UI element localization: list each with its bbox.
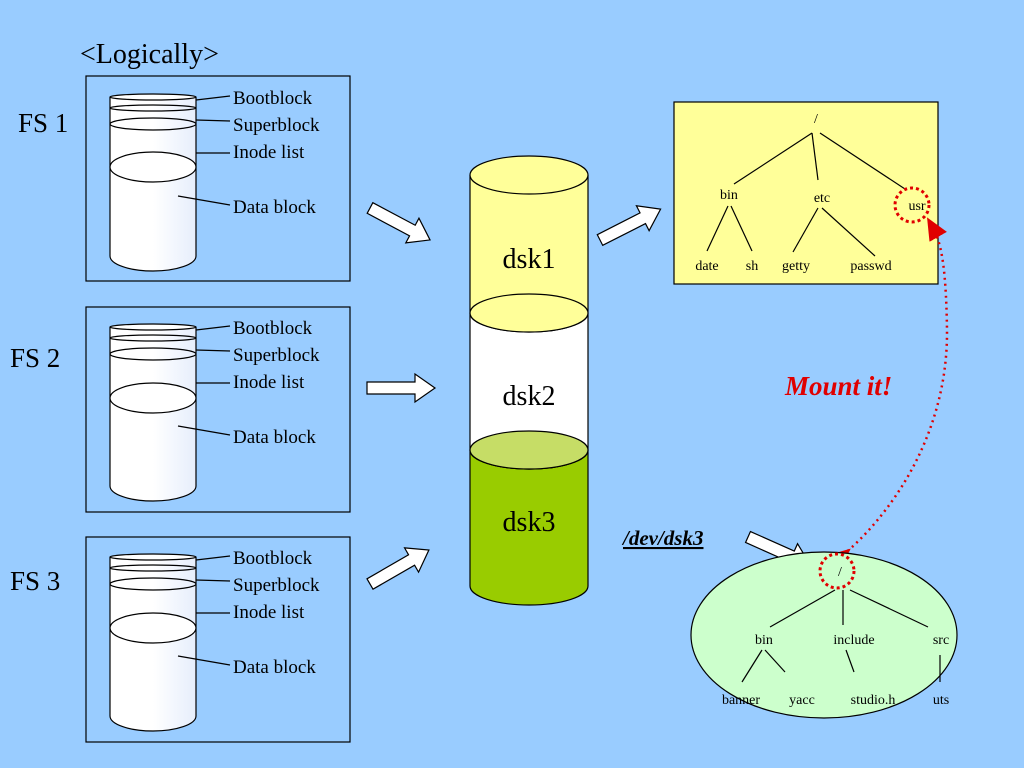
fs3-superblock-label: Superblock bbox=[233, 575, 320, 596]
fs2-data-block-label: Data block bbox=[233, 427, 316, 448]
fs3-to-disk-arrow bbox=[366, 547, 430, 591]
device-tree-src: src bbox=[933, 633, 949, 648]
fs2-superblock-label: Superblock bbox=[233, 345, 320, 366]
root-tree-usr: usr bbox=[908, 199, 925, 214]
device-tree-yacc: yacc bbox=[789, 693, 815, 708]
device-tree-banner: banner bbox=[722, 693, 760, 708]
dsk3-top-rim bbox=[469, 430, 589, 470]
fs3-bootblock-label: Bootblock bbox=[233, 548, 313, 569]
mount-label: Mount it! bbox=[784, 371, 892, 401]
fs3-frame bbox=[85, 536, 351, 743]
root-tree-etc: etc bbox=[814, 191, 830, 206]
fs2-inode-list-label: Inode list bbox=[233, 372, 305, 393]
device-tree-ellipse bbox=[690, 551, 958, 719]
disk-to-tree-arrow bbox=[596, 204, 662, 247]
fs3-data-block-label: Data block bbox=[233, 657, 316, 678]
fs2-group: FS 2 Bootblock Superblock Inode list Dat… bbox=[10, 306, 351, 513]
fs3-cylinder bbox=[109, 553, 197, 732]
dsk3-label: dsk3 bbox=[503, 507, 556, 538]
device-tree-bin: bin bbox=[755, 633, 773, 648]
device-tree: / bin include src banner yacc studio.h u… bbox=[690, 551, 958, 719]
dsk3-cylinder bbox=[469, 450, 589, 606]
disk-stack: dsk1 dsk2 dsk3 bbox=[469, 155, 589, 606]
fs1-data-block-label: Data block bbox=[233, 197, 316, 218]
device-root-highlight bbox=[818, 552, 856, 590]
fs1-group: FS 1 Bootblock Superblock Inode list Dat… bbox=[18, 75, 351, 282]
root-tree: / bin etc usr date sh getty passwd bbox=[673, 101, 939, 285]
root-tree-date: date bbox=[695, 259, 718, 274]
heading: <Logically> bbox=[80, 39, 219, 70]
fs3-label: FS 3 bbox=[10, 566, 60, 596]
fs2-label: FS 2 bbox=[10, 343, 60, 373]
root-tree-root: / bbox=[814, 112, 818, 127]
fs1-bootblock-label: Bootblock bbox=[233, 88, 313, 109]
fs1-inode-list-label: Inode list bbox=[233, 142, 305, 163]
device-tree-uts: uts bbox=[933, 693, 949, 708]
fs1-to-disk-arrow bbox=[366, 201, 431, 244]
mount-link bbox=[826, 217, 949, 571]
fs2-bootblock-label: Bootblock bbox=[233, 318, 313, 339]
fs1-frame bbox=[85, 75, 351, 282]
root-tree-bin: bin bbox=[720, 188, 738, 203]
device-tree-root: / bbox=[838, 565, 842, 580]
root-tree-getty: getty bbox=[782, 259, 810, 274]
fs1-cylinder bbox=[109, 93, 197, 272]
device-tree-include: include bbox=[833, 633, 874, 648]
dsk1-bottom-rim bbox=[469, 293, 589, 333]
fs3-group: FS 3 Bootblock Superblock Inode list Dat… bbox=[10, 536, 351, 743]
fs3-inode-list-label: Inode list bbox=[233, 602, 305, 623]
root-tree-passwd: passwd bbox=[850, 259, 891, 274]
fs2-to-disk-arrow bbox=[366, 372, 437, 404]
fs2-cylinder bbox=[109, 323, 197, 502]
fs1-superblock-label: Superblock bbox=[233, 115, 320, 136]
fs1-label: FS 1 bbox=[18, 108, 68, 138]
root-tree-box bbox=[673, 101, 939, 285]
dsk1-label: dsk1 bbox=[503, 244, 556, 275]
fs2-frame bbox=[85, 306, 351, 513]
root-tree-sh: sh bbox=[746, 259, 758, 274]
device-tree-studio-h: studio.h bbox=[851, 693, 896, 708]
dsk2-label: dsk2 bbox=[503, 381, 556, 412]
dsk1-top bbox=[469, 155, 589, 195]
device-label: /dev/dsk3 bbox=[621, 526, 703, 550]
